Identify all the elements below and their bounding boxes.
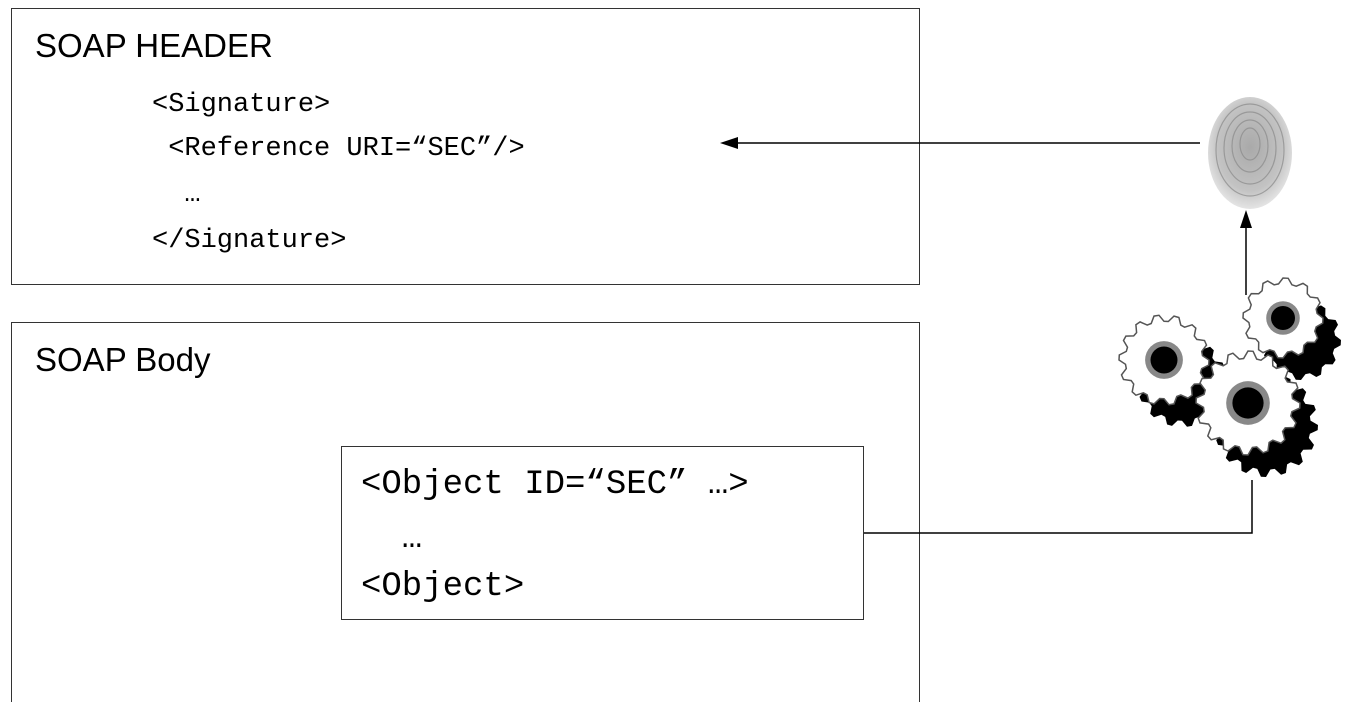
object-close-tag: <Object> <box>361 568 525 606</box>
soap-header-box: SOAP HEADER <box>11 8 920 285</box>
gears-to-fingerprint-arrow <box>1240 210 1252 295</box>
object-ellipsis: … <box>361 520 423 558</box>
object-element-box <box>341 446 864 620</box>
object-open-tag: <Object ID=“SEC” …> <box>361 466 749 504</box>
soap-header-title: SOAP HEADER <box>35 27 273 64</box>
object-connector <box>864 480 1253 534</box>
signature-ellipsis: … <box>152 180 201 210</box>
gear-center <box>1195 350 1318 477</box>
signature-close-tag: </Signature> <box>152 226 347 256</box>
soap-body-title: SOAP Body <box>35 341 211 378</box>
fingerprint-icon <box>1208 97 1292 209</box>
signature-open-tag: <Signature> <box>152 90 331 120</box>
reference-element: <Reference URI=“SEC”/> <box>152 134 525 164</box>
gears-icon <box>1118 277 1341 477</box>
gear-top-right <box>1242 277 1341 380</box>
reference-arrow <box>720 137 1200 149</box>
